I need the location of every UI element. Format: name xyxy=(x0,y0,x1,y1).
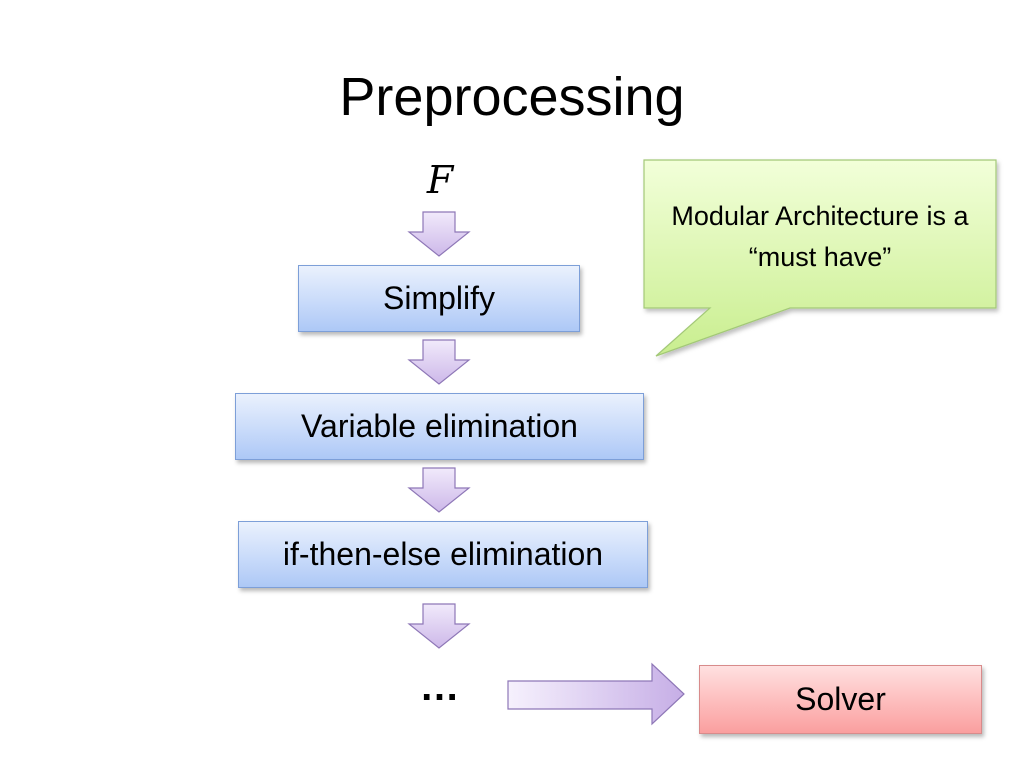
flow-arrow-down-2 xyxy=(407,339,471,385)
flow-arrow-down-3 xyxy=(407,467,471,513)
step-box-simplify: Simplify xyxy=(298,265,580,332)
callout-bubble xyxy=(643,159,997,357)
solver-box: Solver xyxy=(699,665,982,734)
flow-arrow-down-1 xyxy=(407,211,471,257)
flow-arrow-right xyxy=(507,662,685,726)
flow-arrow-down-4 xyxy=(407,603,471,649)
input-formula-symbol: F xyxy=(426,158,454,202)
step-box-variable-elimination: Variable elimination xyxy=(235,393,644,460)
slide-title: Preprocessing xyxy=(339,67,685,127)
continuation-ellipsis: … xyxy=(419,665,461,709)
callout-text: Modular Architecture is a “must have” xyxy=(671,201,969,272)
step-box-ite-elimination: if-then-else elimination xyxy=(238,521,648,588)
